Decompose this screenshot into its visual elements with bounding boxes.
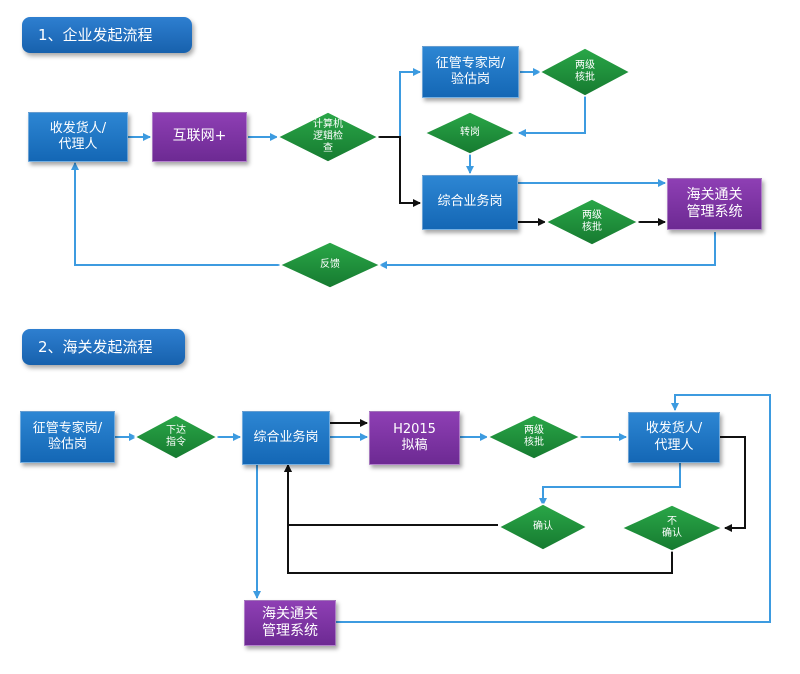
diamond-not-confirm [620,504,724,552]
diamond-two-level-2 [486,414,582,460]
flow2-expert-post-box: 征管专家岗/ 验估岗 [20,411,115,463]
flow1-two-level-top-label: 两级 核批 [575,60,595,83]
line2-confirm-general [284,464,498,526]
line-approve-transfer [518,93,586,137]
line-system-feedback [379,232,716,269]
flow1-computer-check-label: 计算机 逻辑检 查 [313,119,343,154]
diamond-computer-check [276,111,380,163]
diamond-two-level-bottom [544,198,640,246]
diamond-confirm [497,503,589,551]
flow2-two-level-label: 两级 核批 [524,425,544,448]
line2-notconfirm-general [284,464,673,574]
section-title-enterprise: 1、企业发起流程 [22,17,192,53]
flow1-feedback-label: 反馈 [320,259,340,270]
flow1-shipper-box: 收发货人/ 代理人 [28,112,128,162]
flow2-not-confirm-label: 不 确认 [662,516,682,539]
flow2-connectors [115,394,771,623]
flow1-diamonds [276,47,640,289]
flow2-issue-order-label: 下达 指令 [166,425,186,448]
line-check-expert [378,68,421,138]
flow2-confirm-label: 确认 [533,521,553,532]
line-feedback-shipper [71,162,280,266]
flow1-internet-box: 互联网+ [152,112,247,162]
diamond-transfer [423,111,517,155]
flow2-customs-system-box: 海关通关 管理系统 [244,600,336,646]
flow2-h2015-box: H2015 拟稿 [369,411,460,465]
flow2-general-post-box: 综合业务岗 [242,411,330,465]
flow1-general-post-box: 综合业务岗 [422,175,518,230]
line2-shipper-notconfirm [720,436,746,532]
flow1-expert-post-box: 征管专家岗/ 验估岗 [422,46,519,98]
diamond-feedback [278,241,382,289]
flow1-transfer-label: 转岗 [460,127,480,138]
line2-system-shipper [336,394,771,623]
flow2-diamonds [133,414,724,552]
flow1-connectors [71,68,716,269]
line-check-general [378,136,421,207]
flow1-customs-system-box: 海关通关 管理系统 [667,178,762,230]
section-title-customs: 2、海关发起流程 [22,329,185,365]
line2-shipper-confirm [539,463,681,506]
flow2-shipper-box: 收发货人/ 代理人 [628,412,720,463]
diamond-issue-order [133,414,219,460]
diamond-two-level-top [538,47,632,97]
flow1-two-level-bottom-label: 两级 核批 [582,210,602,233]
